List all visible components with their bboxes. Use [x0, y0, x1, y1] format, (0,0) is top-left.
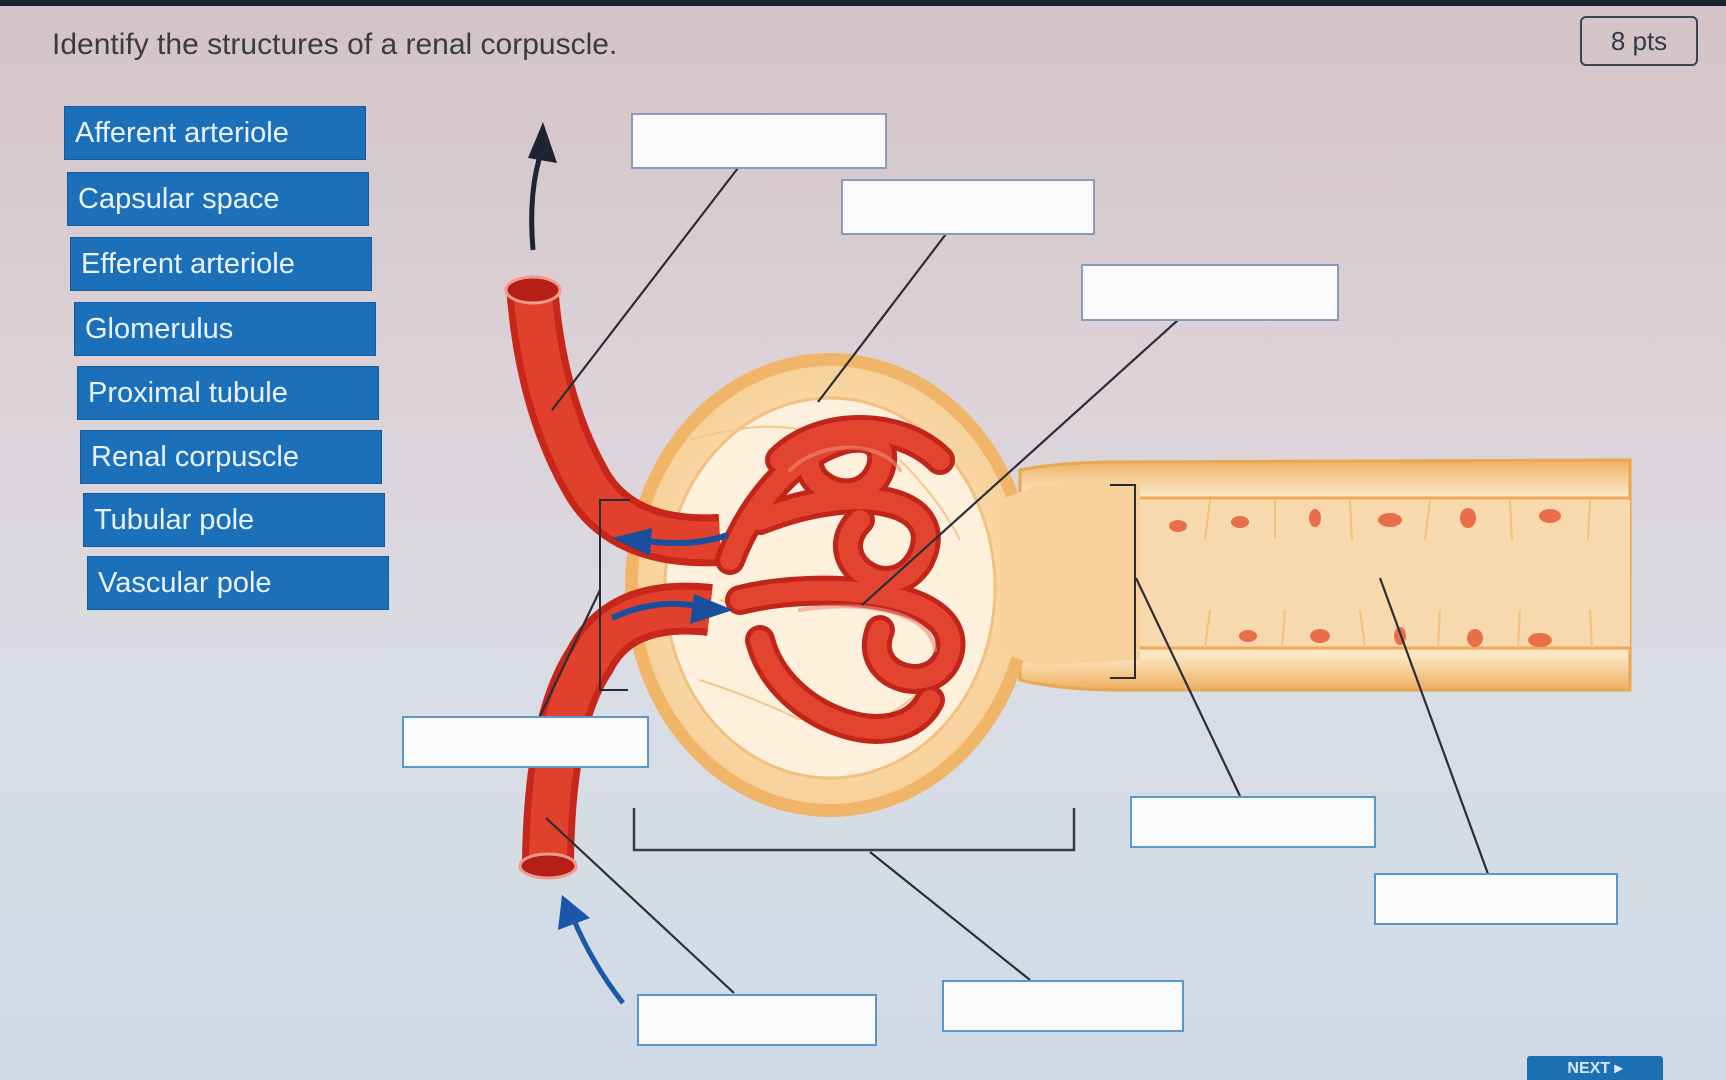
drop-zone-vascular-pole[interactable]: [402, 716, 649, 768]
renal-corpuscle-bracket: [632, 808, 1076, 852]
efferent-arteriole-shape: [504, 275, 722, 567]
inflow-arrow-icon: [570, 917, 625, 1005]
word-bank-chip[interactable]: Capsular space: [67, 172, 369, 226]
glomerulus-shape: [715, 415, 966, 744]
next-button[interactable]: NEXT ▸: [1527, 1056, 1663, 1080]
tubular-pole-bracket: [1110, 484, 1136, 679]
vascular-pole-bracket: [599, 499, 630, 691]
word-bank-chip[interactable]: Afferent arteriole: [64, 106, 366, 160]
top-bar: [0, 0, 1726, 6]
drop-zone-proximal-tubule[interactable]: [1374, 873, 1618, 925]
word-bank-chip[interactable]: Renal corpuscle: [80, 430, 382, 484]
afferent-arteriole-shape: [518, 582, 713, 880]
drop-zone-tubular-pole[interactable]: [1130, 796, 1376, 848]
proximal-tubule-shape: [1018, 458, 1632, 692]
question-prompt: Identify the structures of a renal corpu…: [52, 28, 618, 61]
word-bank-chip[interactable]: Tubular pole: [83, 493, 385, 547]
outflow-arrow-icon: [529, 149, 545, 251]
word-bank-chip[interactable]: Vascular pole: [87, 556, 389, 610]
drop-zone-renal-corpuscle[interactable]: [942, 980, 1184, 1032]
points-badge: 8 pts: [1580, 16, 1698, 66]
word-bank-chip[interactable]: Efferent arteriole: [70, 237, 372, 291]
word-bank-chip[interactable]: Proximal tubule: [77, 366, 379, 420]
drop-zone-capsular[interactable]: [841, 179, 1095, 235]
drop-zone-glomerulus[interactable]: [1081, 264, 1339, 321]
word-bank-chip[interactable]: Glomerulus: [74, 302, 376, 356]
drop-zone-afferent[interactable]: [637, 994, 877, 1046]
drop-zone-efferent[interactable]: [631, 113, 887, 169]
